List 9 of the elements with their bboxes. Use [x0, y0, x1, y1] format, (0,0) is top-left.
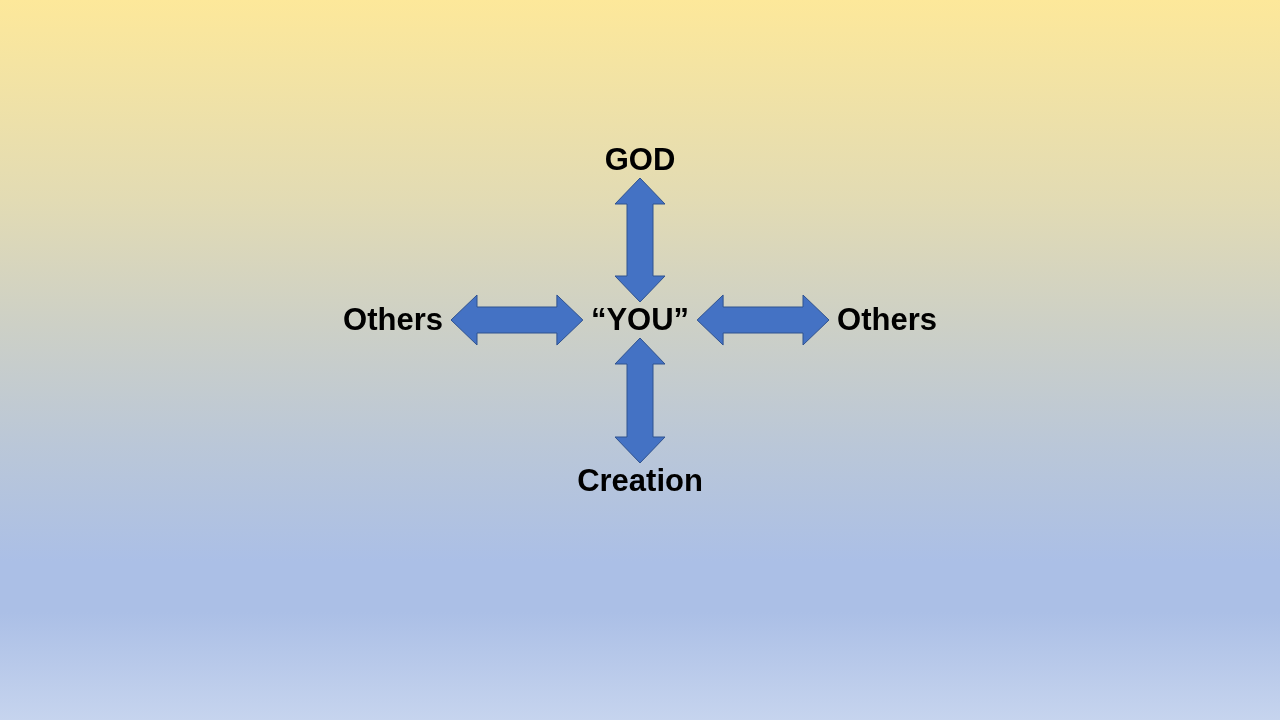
- double-arrow: [614, 337, 666, 464]
- node-label: Others: [837, 302, 937, 338]
- double-arrow: [614, 177, 666, 303]
- node-label: GOD: [604, 142, 676, 178]
- node-label: Others: [343, 302, 443, 338]
- double-arrow: [696, 294, 830, 346]
- node-label: Creation: [577, 463, 703, 499]
- node-label: “YOU”: [590, 302, 690, 338]
- double-arrow: [450, 294, 584, 346]
